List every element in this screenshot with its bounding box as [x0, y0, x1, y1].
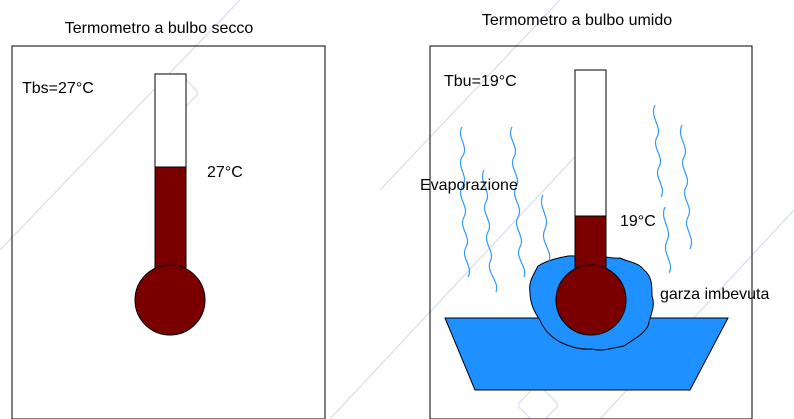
dry-bulb-thermometer: [134, 73, 206, 336]
vapor-lines: [459, 104, 692, 293]
dry-thermometer-tube: [154, 73, 187, 168]
wet-thermometer-bulb: [555, 264, 627, 336]
dry-temperature-label: 27°C: [207, 164, 243, 181]
wet-bulb-thermometer: [555, 69, 627, 336]
wet-bulb-reading: Tbu=19°C: [444, 73, 517, 90]
left-panel-title: Termometro a bulbo secco: [65, 20, 254, 37]
evaporation-label: Evaporazione: [420, 177, 518, 194]
dry-bulb-reading: Tbs=27°C: [22, 80, 94, 97]
wet-temperature-label: 19°C: [620, 213, 656, 230]
wet-thermometer-tube: [574, 69, 607, 217]
left-panel-frame: [11, 45, 326, 419]
gauze-label: garza imbevuta: [660, 286, 769, 303]
right-panel-title: Termometro a bulbo umido: [482, 12, 672, 29]
right-panel-frame: [429, 45, 753, 419]
dry-thermometer-bulb: [134, 264, 206, 336]
